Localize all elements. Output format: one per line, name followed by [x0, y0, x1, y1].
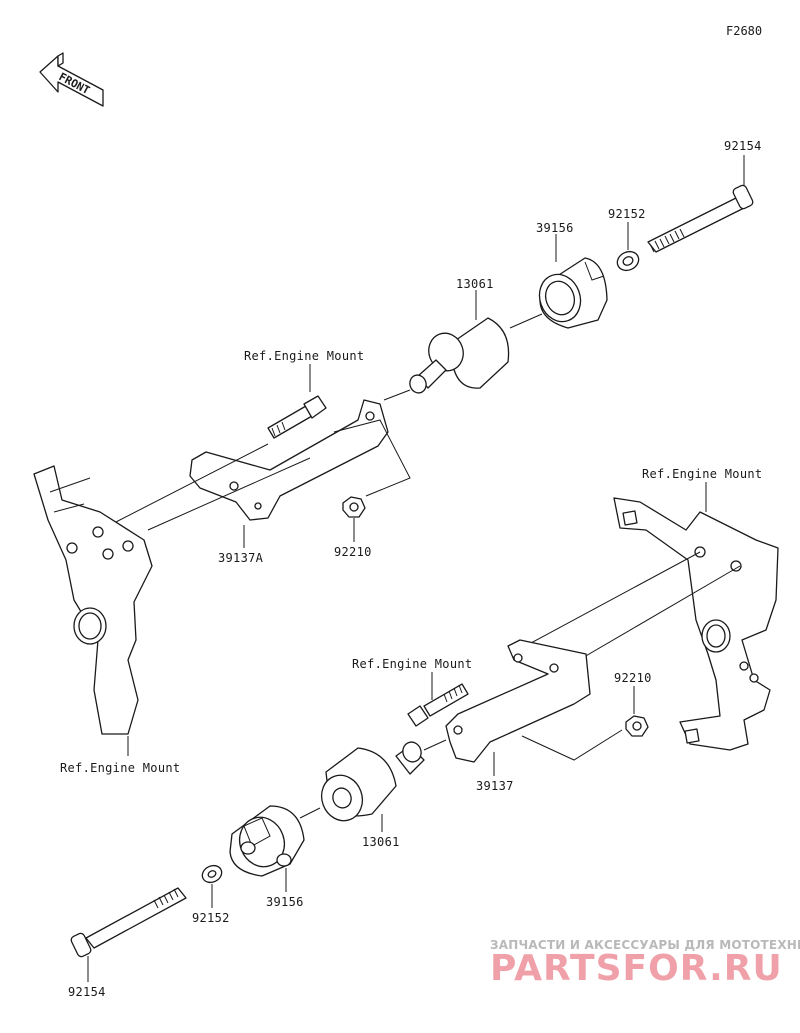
label-92210-left: 92210 [334, 545, 372, 559]
bolt-upper-small [267, 395, 327, 439]
label-39156-bottom: 39156 [266, 895, 304, 909]
label-39156-top: 39156 [536, 221, 574, 235]
axis-line-lower-b [299, 807, 321, 819]
axis-line-lower-a [423, 739, 447, 751]
bolt-lower-small [407, 683, 469, 727]
watermark-logo: PARTSFOR.RU [490, 948, 783, 989]
figure-id: F2680 [726, 24, 762, 38]
mount-line-a [111, 443, 269, 525]
spacer-13061-bottom [320, 741, 425, 822]
label-39137a: 39137A [218, 551, 264, 565]
axis-line-upper-b [509, 313, 543, 329]
bracket-39137a [189, 399, 389, 521]
bolt-92154-bottom [70, 887, 187, 958]
frame-slider-39156-bottom [229, 805, 305, 877]
bolt-92154-top [647, 184, 754, 253]
callout-nut-left [333, 419, 411, 497]
washer-92152-top [616, 250, 640, 272]
spacer-13061-top [409, 317, 510, 394]
label-ref-engine-mount-1: Ref.Engine Mount [244, 349, 364, 363]
label-92154-top: 92154 [724, 139, 762, 153]
axis-line-upper-a [383, 389, 411, 401]
nut-92210-right [625, 715, 649, 737]
bracket-39137 [445, 639, 591, 763]
label-92154-bottom: 92154 [68, 985, 106, 999]
engine-mount-left [33, 465, 153, 735]
nut-92210-left [342, 496, 366, 518]
mount-line-c [517, 551, 701, 651]
label-ref-engine-mount-4: Ref.Engine Mount [352, 657, 472, 671]
label-92152-bottom: 92152 [192, 911, 230, 925]
label-13061-bottom: 13061 [362, 835, 400, 849]
washer-92152-bottom [201, 864, 223, 884]
label-92210-right: 92210 [614, 671, 652, 685]
label-13061-top: 13061 [456, 277, 494, 291]
label-ref-engine-mount-3: Ref.Engine Mount [642, 467, 762, 481]
watermark-tagline: ЗАПЧАСТИ И АКСЕССУАРЫ ДЛЯ МОТОТЕХНИКИ [490, 938, 800, 952]
engine-mount-right [613, 497, 779, 751]
label-ref-engine-mount-2: Ref.Engine Mount [60, 761, 180, 775]
front-arrow-icon: FRONT [39, 52, 104, 107]
frame-slider-39156-top [538, 257, 608, 329]
label-39137: 39137 [476, 779, 514, 793]
label-92152-top: 92152 [608, 207, 646, 221]
callout-nut-right [521, 729, 623, 761]
mount-line-b [147, 457, 311, 531]
